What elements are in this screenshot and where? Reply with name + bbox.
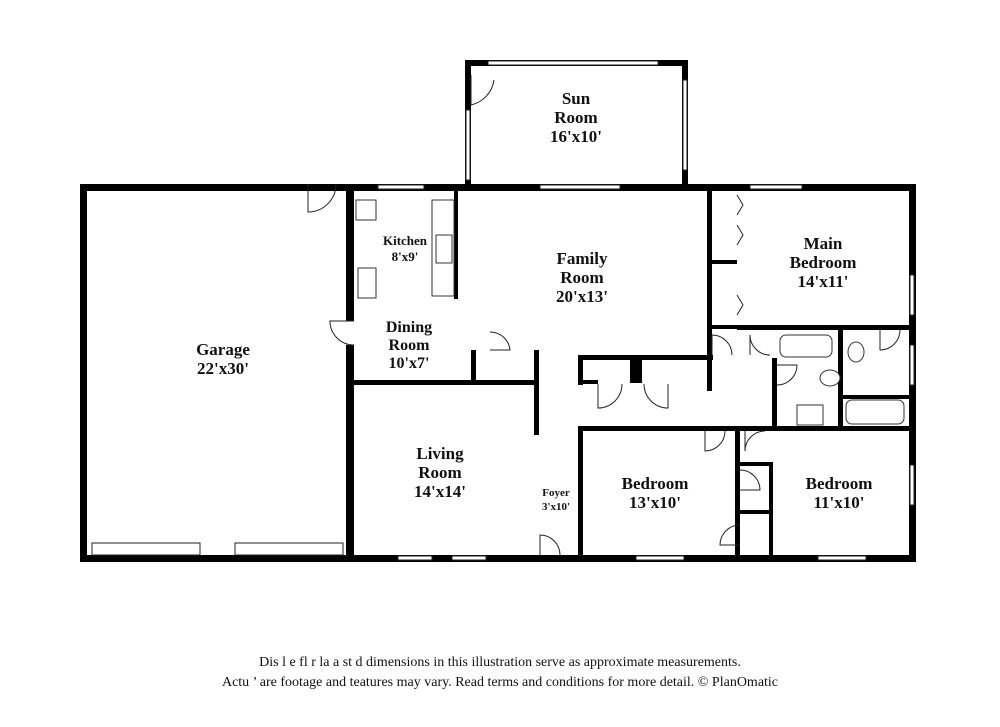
dining-room-dims: 10'x7': [389, 355, 430, 372]
kitchen-dims: 8'x9': [392, 249, 419, 264]
exterior-walls: [80, 60, 916, 562]
fridge-icon: [357, 267, 377, 299]
toilet-icon-2: [819, 369, 841, 387]
kitchen-name: Kitchen: [383, 233, 428, 248]
main-bedroom-name-2: Bedroom: [790, 253, 857, 272]
fixtures: [355, 199, 905, 426]
bedroom-2-dims: 13'x10': [629, 493, 681, 512]
dining-room-name-2: Room: [389, 337, 431, 354]
living-room-dims: 14'x14': [414, 482, 466, 501]
foyer-dims: 3'x10': [542, 501, 570, 513]
bedroom-3-name: Bedroom: [806, 474, 873, 493]
room-labels: Sun Room 16'x10' Main Bedroom 14'x11' Ki…: [196, 89, 872, 513]
living-room-name-1: Living: [416, 444, 464, 463]
garage-dims: 22'x30': [197, 359, 249, 378]
disclaimer-line-2: Actu ’ are footage and teatures may vary…: [221, 675, 779, 690]
dining-room-name-1: Dining: [386, 319, 432, 336]
bedroom-2-name: Bedroom: [622, 474, 689, 493]
bedroom-3-dims: 11'x10': [813, 493, 864, 512]
interior-walls: [346, 191, 909, 555]
living-room-name-2: Room: [418, 463, 461, 482]
main-bedroom-name-1: Main: [804, 234, 843, 253]
garage-name: Garage: [196, 340, 250, 359]
range-icon: [355, 199, 377, 221]
sink-icon: [435, 234, 453, 264]
vanity-icon: [796, 404, 824, 426]
main-bedroom-dims: 14'x11': [797, 272, 848, 291]
sun-room-name-1: Sun: [562, 89, 591, 108]
foyer-name: Foyer: [542, 487, 570, 499]
bathtub-icon: [779, 334, 833, 358]
sun-room-dims: 16'x10': [550, 127, 602, 146]
disclaimer-line-1: Dis l e fl r la a st d dimensions in thi…: [259, 655, 741, 670]
family-room-name-2: Room: [560, 268, 603, 287]
family-room-dims: 20'x13': [556, 287, 608, 306]
sun-room-name-2: Room: [554, 108, 597, 127]
family-room-name-1: Family: [557, 249, 608, 268]
doors: [307, 75, 901, 556]
toilet-icon: [847, 341, 865, 363]
windows: [91, 60, 915, 561]
bathtub-icon-2: [845, 399, 905, 425]
